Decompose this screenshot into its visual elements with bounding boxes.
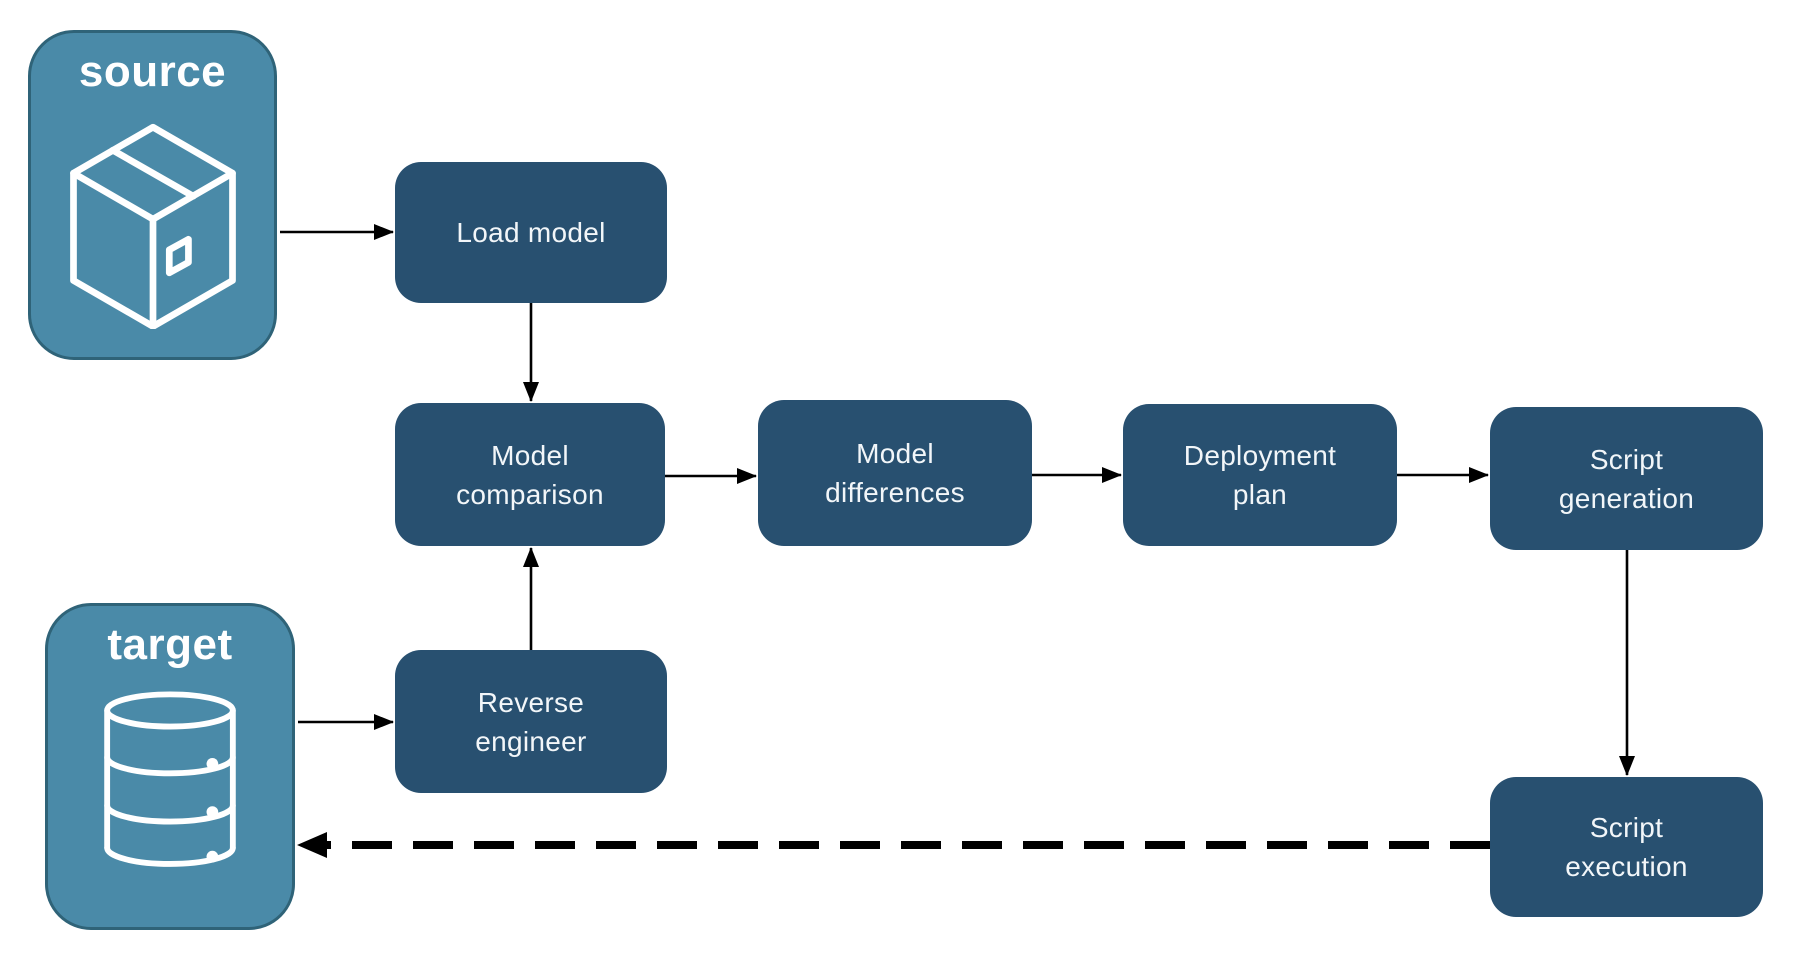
database-icon [104, 691, 236, 867]
source-label: source [78, 47, 227, 96]
node-load-model: Load model [395, 162, 667, 303]
node-model-comparison-label: Model comparison [456, 439, 604, 510]
package-icon [69, 123, 236, 329]
node-load-model-label: Load model [456, 217, 606, 248]
node-reverse-engineer: Reverse engineer [395, 650, 667, 793]
node-model-comparison: Model comparison [395, 403, 665, 546]
endpoint-target: target [45, 603, 295, 930]
node-reverse-engineer-label: Reverse engineer [475, 686, 587, 757]
node-model-differences: Model differences [758, 400, 1032, 546]
node-script-generation-label: Script generation [1558, 443, 1695, 514]
node-deployment-plan-label: Deployment plan [1183, 440, 1337, 510]
node-model-differences-label: Model differences [825, 438, 965, 508]
node-script-execution-label: Script execution [1565, 812, 1688, 882]
target-label: target [107, 620, 233, 669]
node-deployment-plan: Deployment plan [1123, 404, 1397, 546]
endpoint-source: source [28, 30, 277, 360]
node-script-execution: Script execution [1490, 777, 1763, 917]
node-script-generation: Script generation [1490, 407, 1763, 550]
